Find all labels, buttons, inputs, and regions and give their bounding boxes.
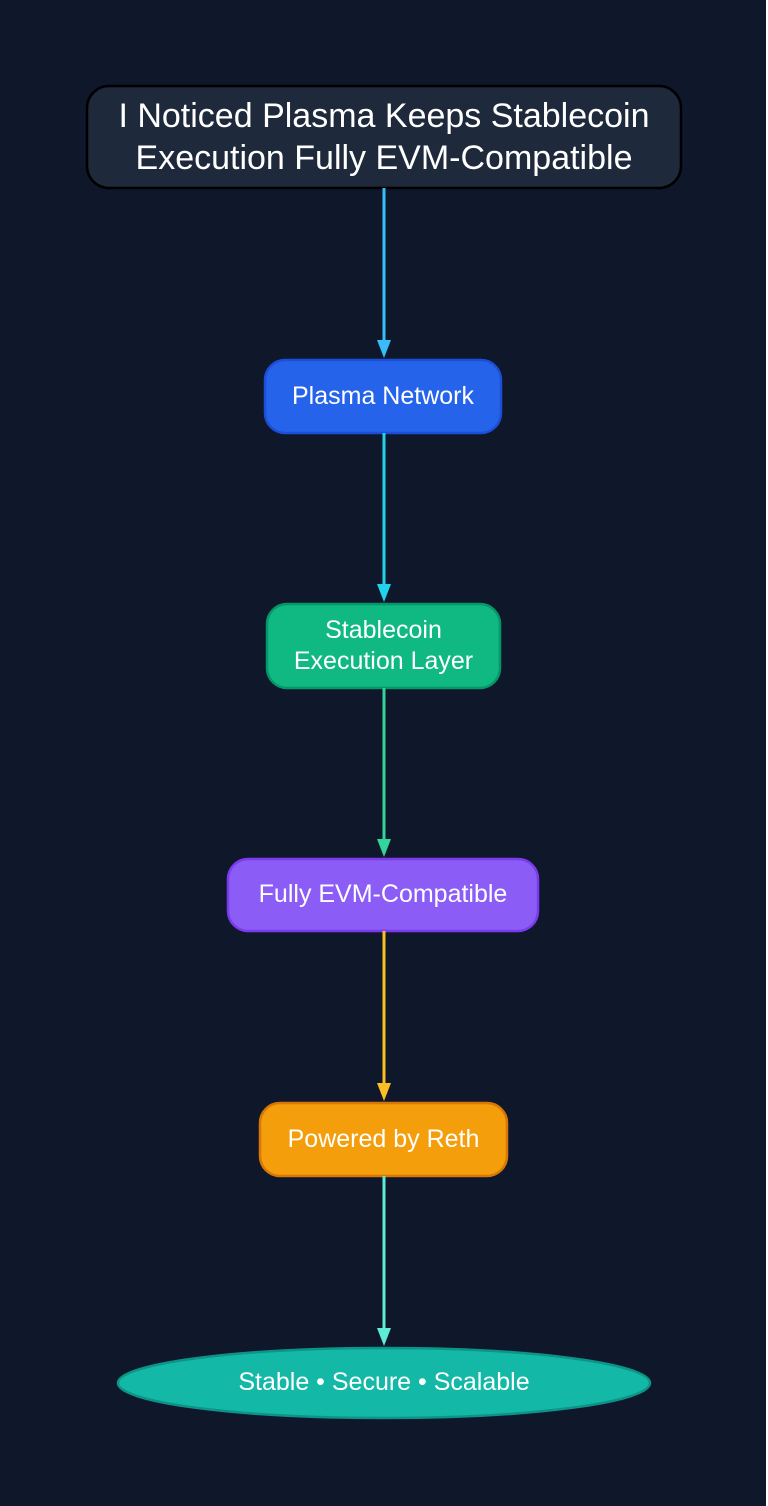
title-line-1: I Noticed Plasma Keeps Stablecoin	[118, 96, 650, 135]
stablecoin-line-2: Execution Layer	[293, 647, 474, 675]
fully-evm-compatible-label: Fully EVM-Compatible	[258, 880, 508, 909]
stable-secure-scalable-label: Stable • Secure • Scalable	[238, 1368, 530, 1397]
plasma-network-label: Plasma Network	[292, 381, 474, 410]
arrowhead-powered-by-reth	[377, 1083, 391, 1101]
stablecoin-line-1: Stablecoin	[325, 615, 442, 644]
stablecoin-execution-layer-label: Stablecoin Execution Layer	[267, 604, 500, 688]
powered-by-reth-label: Powered by Reth	[287, 1124, 480, 1153]
title-line-2: Execution Fully EVM-Compatible	[135, 139, 633, 177]
title-node-text: I Noticed Plasma Keeps Stablecoin Execut…	[87, 86, 681, 188]
arrowhead-stablecoin-execution-layer	[377, 584, 391, 602]
arrowhead-stable-secure-scalable	[377, 1328, 391, 1346]
arrowhead-fully-evm-compatible	[377, 839, 391, 857]
arrowhead-plasma-network	[377, 340, 391, 358]
page-edge	[766, 0, 768, 1506]
node-stable-secure-scalable	[116, 1346, 652, 1420]
